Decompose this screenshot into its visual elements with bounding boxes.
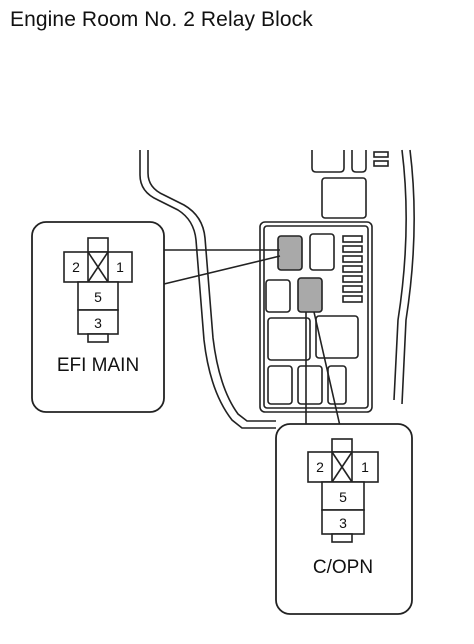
c-opn-top-tab [331, 438, 353, 453]
housing-outline-inner [147, 150, 276, 422]
upper-cavity-right [351, 150, 367, 173]
c-opn-connector-body [307, 451, 379, 483]
cavity-4 [315, 315, 359, 359]
c-opn-bottom-tab [331, 533, 353, 543]
fuse-slot-2 [342, 245, 363, 253]
fuse-slot-7 [342, 295, 363, 303]
fuse-slot-4 [342, 265, 363, 273]
c-opn-callout: 2 1 5 3 C/OPN [275, 423, 413, 615]
c-opn-relay-location [297, 277, 323, 313]
diagram-title: Engine Room No. 2 Relay Block [10, 8, 313, 31]
efi-main-leader-line [163, 249, 281, 285]
efi-main-pin-3: 3 [94, 315, 102, 331]
c-opn-pin-5: 5 [339, 489, 347, 505]
efi-main-bottom-tab [87, 333, 109, 343]
c-opn-pin-2: 2 [316, 459, 324, 475]
cavity-7 [327, 365, 347, 405]
housing-right-edge-inner [401, 149, 415, 405]
cavity-2 [265, 279, 291, 313]
efi-main-pin-2: 2 [72, 259, 80, 275]
relay-block-body-inner [263, 225, 369, 409]
fuse-slot-5 [342, 275, 363, 283]
efi-main-pin-1: 1 [116, 259, 124, 275]
c-opn-leader-line [305, 311, 341, 427]
upper-cavity-mid [321, 177, 367, 219]
fuse-slot-6 [342, 285, 363, 293]
c-opn-pin-3: 3 [339, 515, 347, 531]
efi-main-label: EFI MAIN [57, 355, 139, 376]
cavity-3 [267, 317, 311, 361]
efi-main-bottom-section [77, 309, 119, 335]
cavity-1 [309, 233, 335, 271]
c-opn-pin-1: 1 [361, 459, 369, 475]
efi-main-top-tab [87, 237, 109, 253]
efi-main-callout: 2 1 5 3 EFI MAIN [31, 221, 165, 413]
upper-slot-2 [373, 160, 389, 167]
fuse-slot-3 [342, 255, 363, 263]
relay-block-body [259, 221, 373, 413]
c-opn-middle-section [321, 481, 365, 511]
c-opn-label: C/OPN [313, 557, 373, 578]
fuse-slot-1 [342, 235, 363, 243]
housing-right-edge-outer [393, 149, 407, 401]
cavity-6 [297, 365, 323, 405]
efi-main-relay-location [277, 235, 303, 271]
housing-outline-outer [139, 150, 276, 429]
cavity-5 [267, 365, 293, 405]
efi-main-pin-5: 5 [94, 289, 102, 305]
upper-slot-1 [373, 151, 389, 158]
upper-cavity-left [311, 150, 345, 173]
efi-main-middle-section [77, 281, 119, 311]
